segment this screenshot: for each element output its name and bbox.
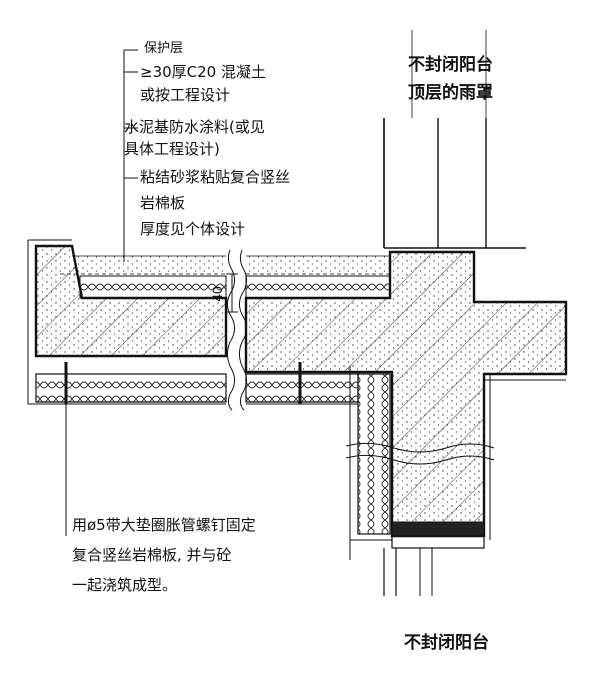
label-concrete-alt: 或按工程设计 bbox=[140, 86, 231, 104]
label-anchor-line2: 复合竖丝岩棉板, 并与砼 bbox=[72, 546, 232, 564]
dimension-40 bbox=[226, 273, 238, 313]
label-waterproofing-ref: 具体工程设计) bbox=[124, 140, 220, 158]
label-anchor-line3: 一起浇筑成型。 bbox=[72, 576, 178, 594]
break-lines bbox=[226, 249, 495, 465]
window-frame bbox=[350, 521, 485, 596]
anchor-screws bbox=[64, 362, 302, 536]
title-top-line2: 顶层的雨罩 bbox=[408, 83, 493, 103]
label-waterproofing: 水泥基防水涂料(或见 bbox=[124, 118, 265, 136]
label-leaders bbox=[123, 49, 138, 262]
protective-layer bbox=[60, 255, 390, 275]
dimension-label: 40 bbox=[209, 286, 225, 302]
label-mortar-rockwool: 粘结砂浆粘贴复合竖丝 bbox=[140, 168, 291, 186]
slab-edges bbox=[27, 239, 566, 560]
wall-outline bbox=[383, 30, 526, 249]
title-top-line1: 不封闭阳台 bbox=[408, 55, 493, 75]
label-thickness-note: 厚度见个体设计 bbox=[140, 220, 246, 238]
label-rockwool: 岩棉板 bbox=[140, 194, 186, 212]
concrete-slab bbox=[34, 244, 568, 538]
label-protective-layer: 保护层 bbox=[144, 41, 184, 56]
title-bottom: 不封闭阳台 bbox=[404, 633, 489, 653]
label-anchor-line1: 用ø5带大垫圈胀管螺钉固定 bbox=[72, 516, 256, 534]
rock-wool-boards bbox=[35, 275, 391, 535]
label-concrete: ≥30厚C20 混凝土 bbox=[140, 63, 266, 81]
